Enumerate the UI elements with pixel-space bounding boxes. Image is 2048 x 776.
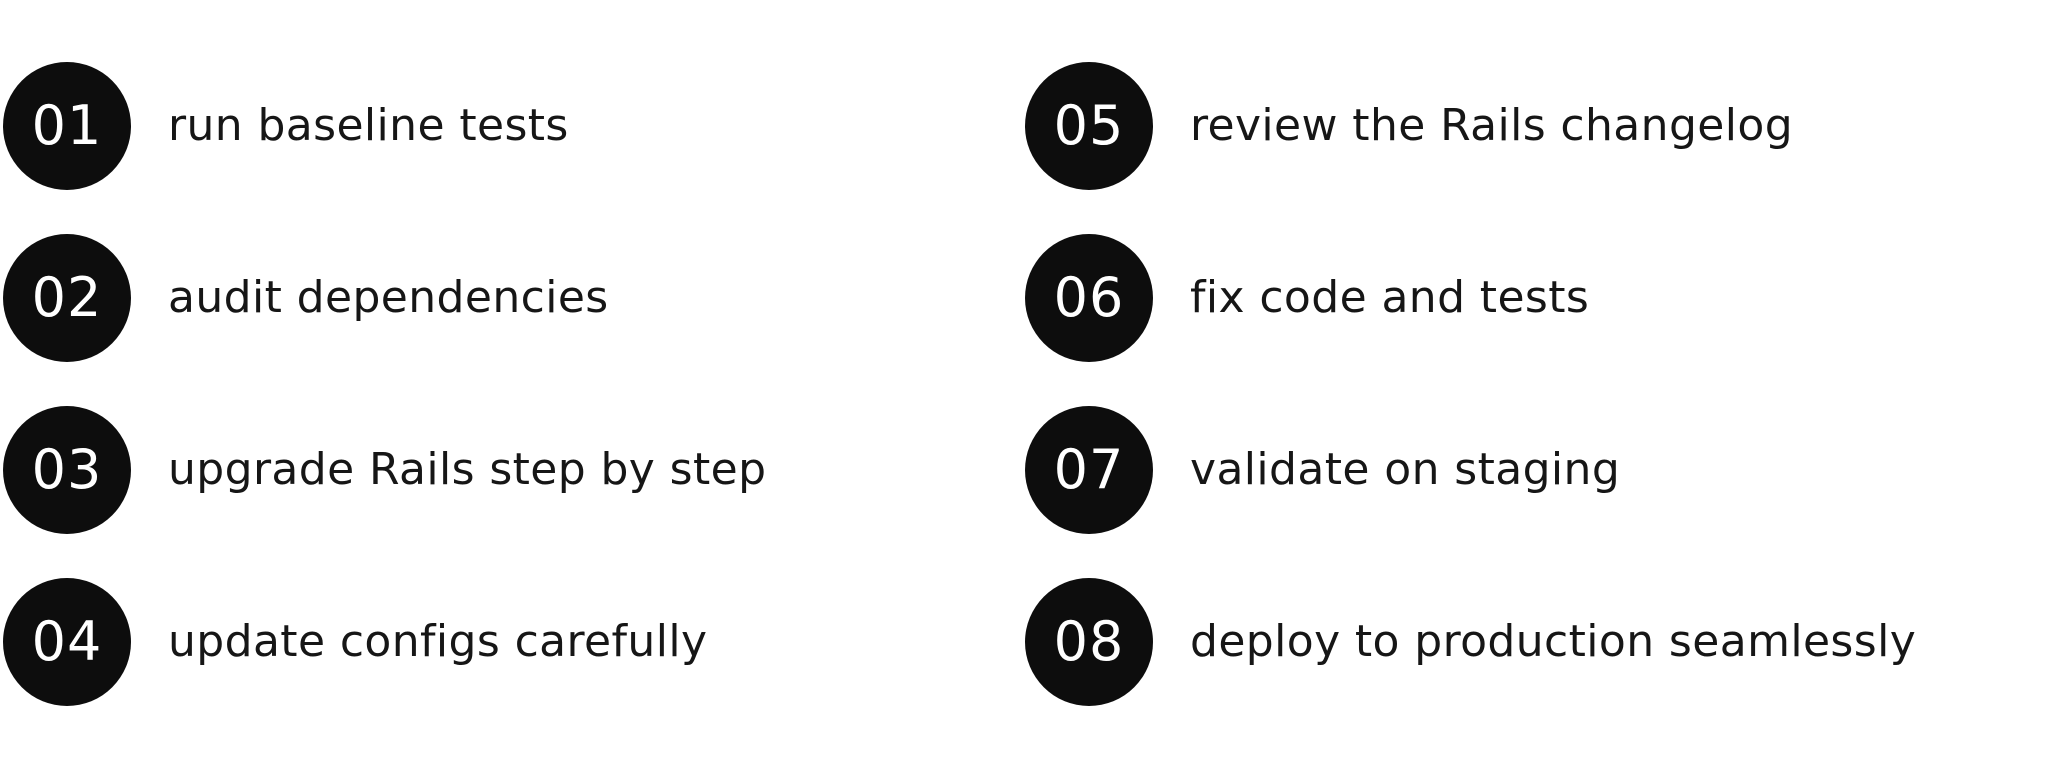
step-item-07: 07 validate on staging	[1025, 406, 1916, 534]
step-label: audit dependencies	[168, 271, 609, 323]
steps-column-right: 05 review the Rails changelog 06 fix cod…	[1025, 62, 1916, 706]
step-number: 05	[1053, 94, 1125, 157]
step-number-badge: 04	[3, 578, 131, 706]
step-label: fix code and tests	[1190, 271, 1590, 323]
step-label: upgrade Rails step by step	[168, 443, 767, 495]
step-item-03: 03 upgrade Rails step by step	[3, 406, 766, 534]
step-label: validate on staging	[1190, 443, 1621, 495]
step-number-badge: 08	[1025, 578, 1153, 706]
step-number-badge: 06	[1025, 234, 1153, 362]
step-number: 02	[31, 266, 103, 329]
step-number: 01	[31, 94, 103, 157]
step-label: run baseline tests	[168, 99, 569, 151]
step-number: 08	[1053, 610, 1125, 673]
step-label: update configs carefully	[168, 615, 708, 667]
step-number: 03	[31, 438, 103, 501]
step-item-08: 08 deploy to production seamlessly	[1025, 578, 1916, 706]
step-label: deploy to production seamlessly	[1190, 615, 1917, 667]
step-number: 06	[1053, 266, 1125, 329]
step-item-02: 02 audit dependencies	[3, 234, 766, 362]
step-item-04: 04 update configs carefully	[3, 578, 766, 706]
step-number-badge: 03	[3, 406, 131, 534]
step-item-01: 01 run baseline tests	[3, 62, 766, 190]
step-number-badge: 07	[1025, 406, 1153, 534]
step-item-06: 06 fix code and tests	[1025, 234, 1916, 362]
step-number: 07	[1053, 438, 1125, 501]
step-number-badge: 01	[3, 62, 131, 190]
step-number-badge: 05	[1025, 62, 1153, 190]
step-number-badge: 02	[3, 234, 131, 362]
step-number: 04	[31, 610, 103, 673]
step-item-05: 05 review the Rails changelog	[1025, 62, 1916, 190]
step-label: review the Rails changelog	[1190, 99, 1794, 151]
steps-column-left: 01 run baseline tests 02 audit dependenc…	[3, 62, 766, 706]
